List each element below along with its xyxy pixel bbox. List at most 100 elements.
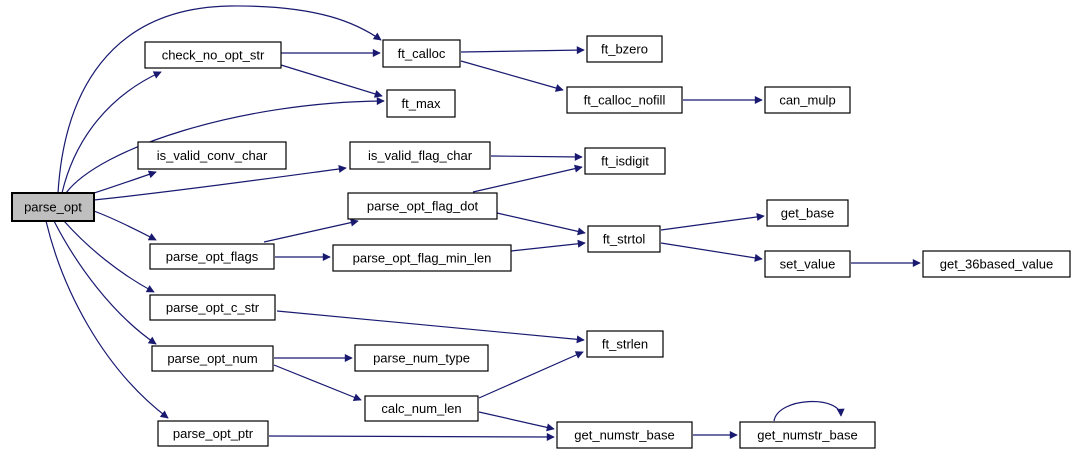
node-box-ft_calloc[interactable]: [382, 39, 461, 68]
edge-parse_opt-to-parse_opt_flags: [93, 210, 157, 241]
node-check_no_opt_str[interactable]: check_no_opt_str: [144, 41, 282, 69]
node-label-get_numstr_base_2: get_numstr_base: [757, 428, 857, 443]
node-box-ft_isdigit[interactable]: [584, 147, 666, 175]
node-parse_opt_flag_dot[interactable]: parse_opt_flag_dot: [347, 192, 498, 220]
edge-parse_opt-to-parse_opt_ptr: [45, 220, 169, 419]
node-box-check_no_opt_str[interactable]: [144, 41, 282, 69]
node-box-is_valid_conv_char[interactable]: [137, 141, 287, 170]
edge-parse_opt-to-ft_calloc: [57, 5, 382, 194]
node-label-ft_isdigit: ft_isdigit: [601, 154, 649, 169]
node-parse_opt_flags[interactable]: parse_opt_flags: [149, 243, 275, 270]
node-box-parse_opt_flag_min_len[interactable]: [332, 244, 512, 272]
nodes-layer: parse_opt check_no_opt_str ft_calloc ft_bze…: [11, 35, 1071, 449]
node-box-ft_strlen[interactable]: [586, 330, 664, 358]
node-ft_bzero[interactable]: ft_bzero: [586, 35, 663, 63]
node-box-parse_opt_num[interactable]: [151, 345, 274, 372]
node-box-parse_num_type[interactable]: [354, 344, 489, 372]
node-label-ft_strtol: ft_strtol: [603, 232, 646, 247]
node-get_numstr_base_2[interactable]: get_numstr_base: [739, 421, 876, 449]
edge-parse_opt-to-parse_opt_num: [53, 220, 157, 345]
node-box-can_mulp[interactable]: [764, 86, 851, 114]
node-parse_opt_ptr[interactable]: parse_opt_ptr: [157, 420, 269, 447]
edge-parse_opt-to-check_no_opt_str: [61, 71, 162, 194]
edge-parse_opt-to-ft_max: [65, 97, 385, 194]
node-label-parse_opt_c_str: parse_opt_c_str: [166, 300, 260, 315]
node-ft_strtol[interactable]: ft_strtol: [587, 225, 661, 253]
node-label-calc_num_len: calc_num_len: [381, 401, 461, 416]
node-ft_isdigit[interactable]: ft_isdigit: [584, 147, 666, 175]
node-label-check_no_opt_str: check_no_opt_str: [162, 48, 265, 63]
node-can_mulp[interactable]: can_mulp: [764, 86, 851, 114]
node-box-ft_bzero[interactable]: [586, 35, 663, 63]
node-box-ft_strtol[interactable]: [587, 225, 661, 253]
node-label-ft_bzero: ft_bzero: [601, 42, 648, 57]
node-label-can_mulp: can_mulp: [779, 93, 835, 108]
edge-parse_opt_flags-to-parse_opt_flag_dot: [263, 218, 359, 243]
node-is_valid_flag_char[interactable]: is_valid_flag_char: [349, 141, 491, 170]
edge-parse_opt-to-is_valid_conv_char: [87, 170, 157, 196]
node-box-calc_num_len[interactable]: [364, 395, 479, 422]
node-box-is_valid_flag_char[interactable]: [349, 141, 491, 170]
node-parse_opt_c_str[interactable]: parse_opt_c_str: [149, 294, 276, 321]
edge-calc_num_len-to-get_numstr_base: [478, 411, 555, 432]
edge-check_no_opt_str-to-ft_max: [280, 64, 383, 98]
node-box-parse_opt_c_str[interactable]: [149, 294, 276, 321]
node-label-parse_opt_flag_min_len: parse_opt_flag_min_len: [353, 251, 492, 266]
node-label-parse_opt_flag_dot: parse_opt_flag_dot: [367, 199, 479, 214]
node-ft_max[interactable]: ft_max: [386, 89, 456, 118]
node-label-parse_opt_num: parse_opt_num: [167, 351, 257, 366]
node-ft_calloc[interactable]: ft_calloc: [382, 39, 461, 68]
node-box-parse_opt_flags[interactable]: [149, 243, 275, 270]
edge-parse_opt_flag_dot-to-ft_strtol: [496, 212, 586, 236]
node-label-parse_opt: parse_opt: [24, 200, 82, 215]
node-box-get_base[interactable]: [766, 199, 849, 227]
node-is_valid_conv_char[interactable]: is_valid_conv_char: [137, 141, 287, 170]
edge-parse_opt_flag_min_len-to-ft_strtol: [510, 239, 586, 252]
node-box-get_36based_value[interactable]: [922, 250, 1071, 278]
node-label-get_numstr_base: get_numstr_base: [574, 428, 674, 443]
node-parse_opt_num[interactable]: parse_opt_num: [151, 345, 274, 372]
node-get_36based_value[interactable]: get_36based_value: [922, 250, 1071, 278]
node-label-ft_calloc: ft_calloc: [398, 46, 446, 61]
node-label-ft_calloc_nofill: ft_calloc_nofill: [584, 93, 666, 108]
edge-parse_opt-to-parse_opt_c_str: [63, 220, 155, 293]
node-label-parse_opt_ptr: parse_opt_ptr: [173, 426, 254, 441]
node-get_base[interactable]: get_base: [766, 199, 849, 227]
node-label-get_36based_value: get_36based_value: [940, 257, 1054, 272]
node-label-set_value: set_value: [780, 257, 836, 272]
node-box-ft_max[interactable]: [386, 89, 456, 118]
node-set_value[interactable]: set_value: [764, 250, 851, 278]
node-get_numstr_base[interactable]: get_numstr_base: [556, 421, 693, 449]
node-calc_num_len[interactable]: calc_num_len: [364, 395, 479, 422]
node-label-parse_opt_flags: parse_opt_flags: [166, 249, 259, 264]
edge-ft_calloc-to-ft_bzero: [460, 46, 585, 55]
node-label-get_base: get_base: [781, 206, 835, 221]
node-label-ft_strlen: ft_strlen: [602, 337, 648, 352]
edges-layer: [45, 5, 921, 441]
node-ft_strlen[interactable]: ft_strlen: [586, 330, 664, 358]
edge-ft_strtol-to-set_value: [660, 242, 763, 262]
edge-parse_opt_ptr-to-get_numstr_base: [268, 432, 555, 441]
node-box-parse_opt_flag_dot[interactable]: [347, 192, 498, 220]
node-box-parse_opt[interactable]: [11, 192, 95, 222]
edge-is_valid_flag_char-to-ft_isdigit: [490, 152, 583, 161]
node-parse_opt[interactable]: parse_opt: [11, 192, 95, 222]
node-box-get_numstr_base_2[interactable]: [739, 421, 876, 449]
node-label-ft_max: ft_max: [401, 96, 441, 111]
node-box-parse_opt_ptr[interactable]: [157, 420, 269, 447]
node-parse_num_type[interactable]: parse_num_type: [354, 344, 489, 372]
edge-calc_num_len-to-ft_strlen: [478, 351, 584, 399]
node-label-is_valid_conv_char: is_valid_conv_char: [157, 148, 268, 163]
node-box-ft_calloc_nofill[interactable]: [566, 86, 683, 114]
edge-parse_opt_c_str-to-ft_strlen: [276, 310, 585, 344]
edge-ft_calloc-to-ft_calloc_nofill: [460, 60, 564, 92]
node-box-get_numstr_base[interactable]: [556, 421, 693, 449]
node-label-parse_num_type: parse_num_type: [373, 351, 470, 366]
edge-parse_opt_num-to-calc_num_len: [273, 364, 362, 402]
edge-parse_opt-to-is_valid_flag_char: [93, 165, 347, 201]
node-box-set_value[interactable]: [764, 250, 851, 278]
node-parse_opt_flag_min_len[interactable]: parse_opt_flag_min_len: [332, 244, 512, 272]
node-ft_calloc_nofill[interactable]: ft_calloc_nofill: [566, 86, 683, 114]
